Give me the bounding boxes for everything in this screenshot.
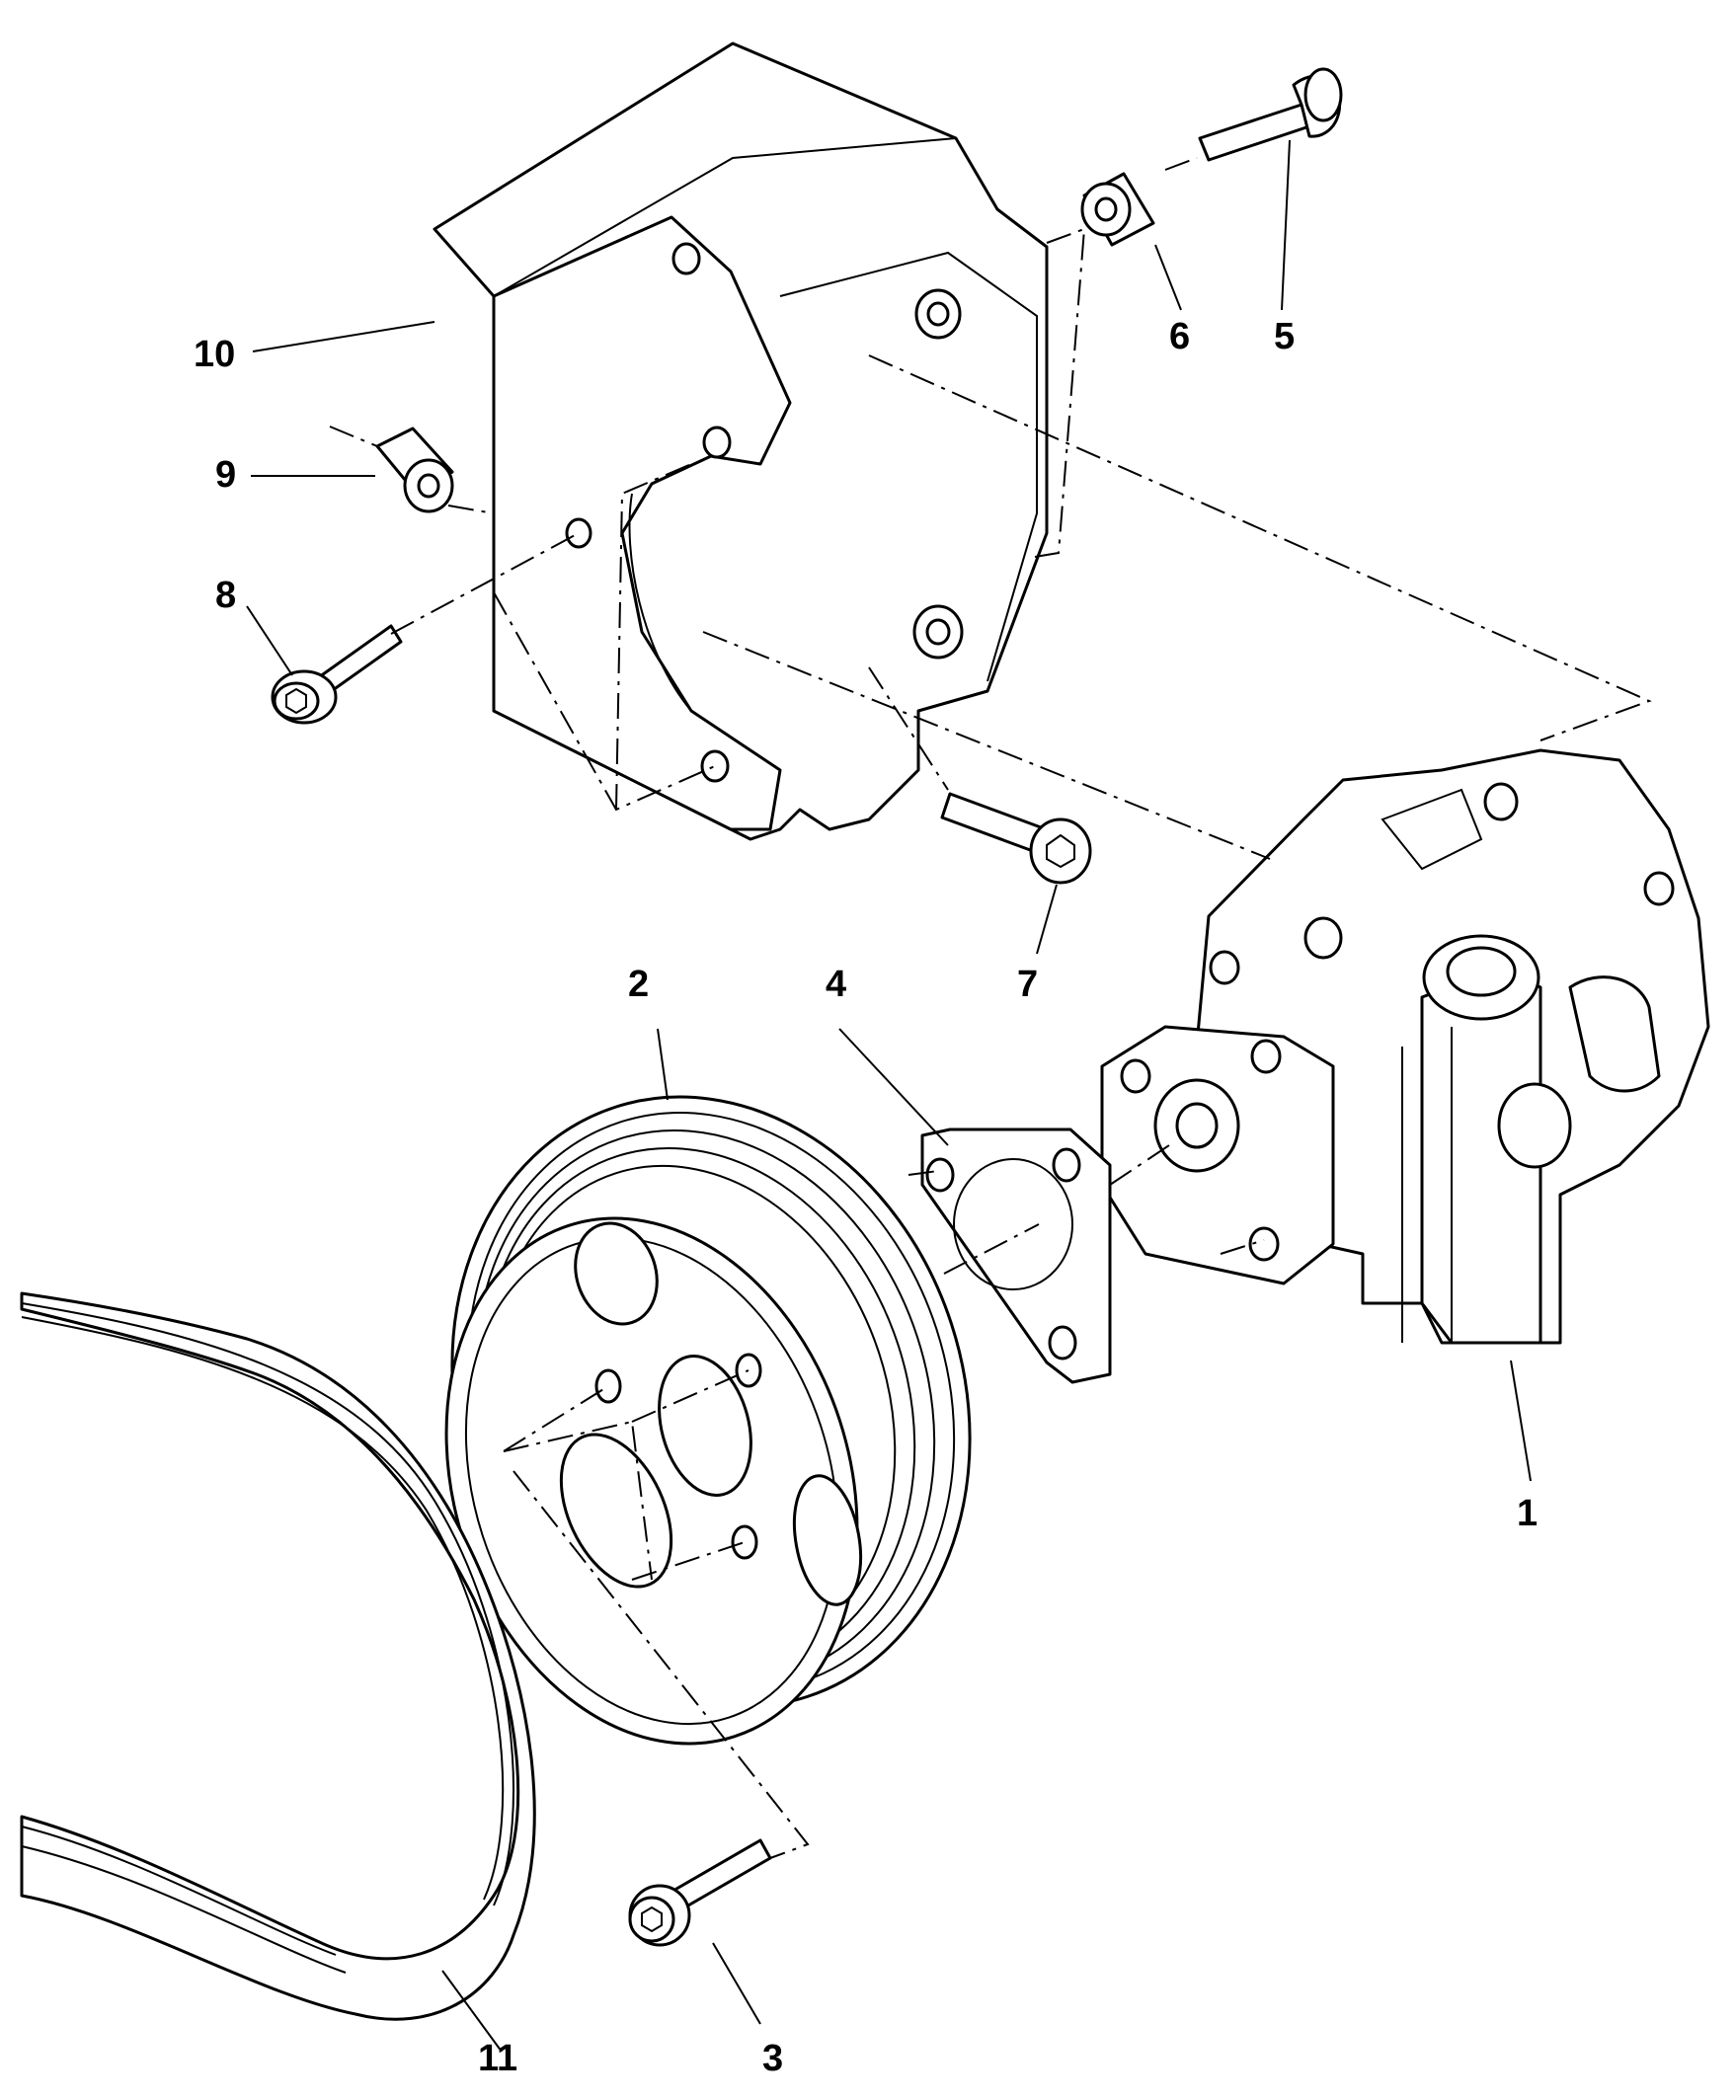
power-steering-pump	[1100, 748, 1710, 1345]
callout-9: 9	[215, 454, 237, 496]
bolt-8	[271, 624, 403, 725]
callout-7: 7	[1017, 964, 1039, 1005]
callout-4: 4	[826, 964, 847, 1005]
callout-3: 3	[762, 2038, 784, 2079]
bolt-3	[628, 1838, 772, 1947]
spacer-sleeve-6	[1080, 172, 1155, 247]
spacer-sleeve-9	[375, 427, 454, 513]
callout-8: 8	[215, 575, 237, 616]
gasket	[920, 1128, 1112, 1384]
bolt-5	[1198, 67, 1343, 162]
bolt-7	[940, 792, 1092, 885]
callout-10: 10	[194, 334, 236, 375]
mounting-bracket	[433, 41, 1049, 841]
pulley	[444, 1095, 972, 1746]
assembly-lines	[329, 157, 1652, 1859]
leader-lines	[246, 139, 1532, 2053]
callout-11: 11	[478, 2038, 518, 2079]
callout-1: 1	[1517, 1493, 1539, 1534]
drive-belt	[20, 1291, 536, 2021]
callout-2: 2	[628, 964, 650, 1005]
callout-6: 6	[1169, 316, 1191, 357]
callout-5: 5	[1274, 316, 1296, 357]
